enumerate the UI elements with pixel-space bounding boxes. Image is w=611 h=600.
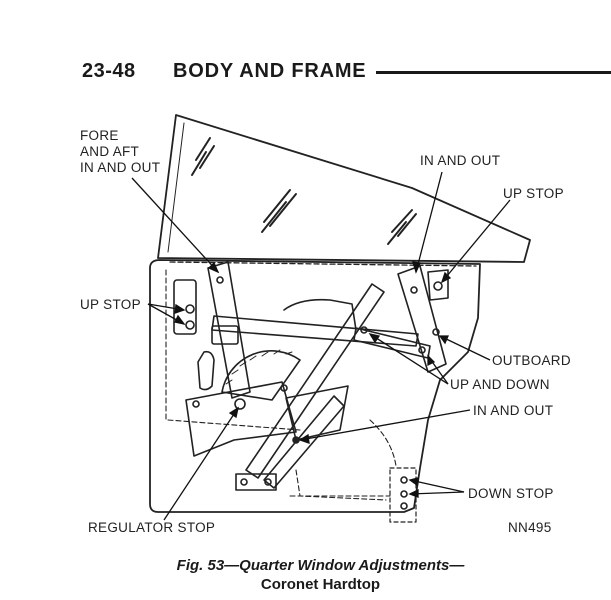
- figure-caption-line2: Coronet Hardtop: [260, 576, 381, 593]
- callout-up-stop-left: UP STOP: [80, 297, 141, 312]
- page-number: 23-48: [82, 60, 136, 82]
- callout-up-stop-top: UP STOP: [503, 186, 564, 201]
- callout-in-and-out-mid: IN AND OUT: [473, 403, 554, 418]
- callout-up-and-down: UP AND DOWN: [450, 377, 550, 392]
- callout-down-stop: DOWN STOP: [468, 486, 554, 501]
- section-title: BODY AND FRAME: [173, 60, 367, 82]
- callout-and-aft: AND AFT: [80, 144, 140, 159]
- window-glass: [157, 114, 531, 263]
- figure-code: NN495: [508, 520, 552, 535]
- header-rule: [376, 71, 611, 74]
- callout-outboard: OUTBOARD: [492, 353, 571, 368]
- callout-in-and-out-top: IN AND OUT: [420, 153, 501, 168]
- figure-caption-line1: Fig. 53—Quarter Window Adjustments—: [176, 557, 465, 574]
- door-inner-panel: [149, 259, 481, 513]
- callout-in-and-out-left: IN AND OUT: [80, 160, 161, 175]
- callout-regulator-stop: REGULATOR STOP: [88, 520, 216, 535]
- callout-fore: FORE: [80, 128, 119, 143]
